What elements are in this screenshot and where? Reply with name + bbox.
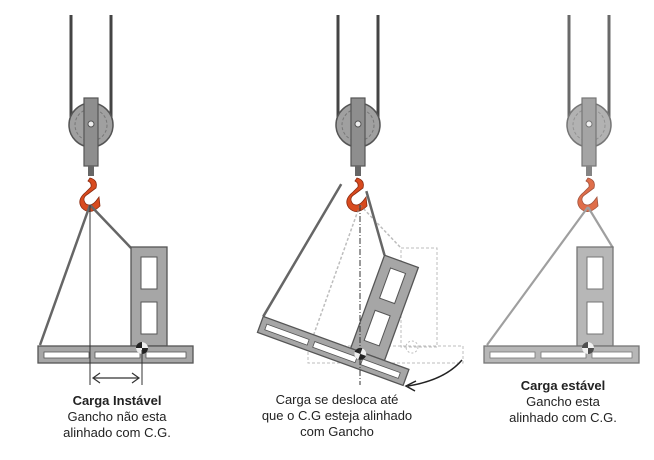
pulley-hook-icon [334, 13, 382, 214]
caption-line: Gancho não esta [67, 409, 167, 424]
pulley-hook-icon [67, 13, 115, 214]
pulley-hook-icon [565, 13, 613, 214]
caption-line: alinhado com C.G. [509, 410, 617, 425]
sling-right [587, 206, 614, 249]
caption-line: Carga se desloca até [276, 392, 399, 407]
caption-line: alinhado com C.G. [63, 425, 171, 440]
arrowhead-icon [91, 372, 141, 384]
load [256, 222, 444, 387]
caption-line: que o C.G esteja alinhado [262, 408, 412, 423]
sling-left [38, 204, 92, 346]
load [37, 246, 194, 364]
panel-stable [483, 13, 640, 364]
caption-title: Carga estável [521, 378, 606, 393]
sling-right [89, 204, 132, 249]
tilted-load [256, 183, 444, 387]
panel-unstable: Carga Instável Gancho não esta alinhado … [37, 13, 194, 440]
rotation-arrow [407, 359, 463, 387]
panel-shifting: Carga se desloca até que o C.G esteja al… [256, 13, 464, 439]
caption-title: Carga Instável [73, 393, 162, 408]
caption-line: com Gancho [300, 424, 374, 439]
load [483, 246, 640, 364]
caption-line: Gancho esta [526, 394, 600, 409]
arrowhead-icon [404, 380, 417, 392]
sling-left [486, 206, 589, 346]
